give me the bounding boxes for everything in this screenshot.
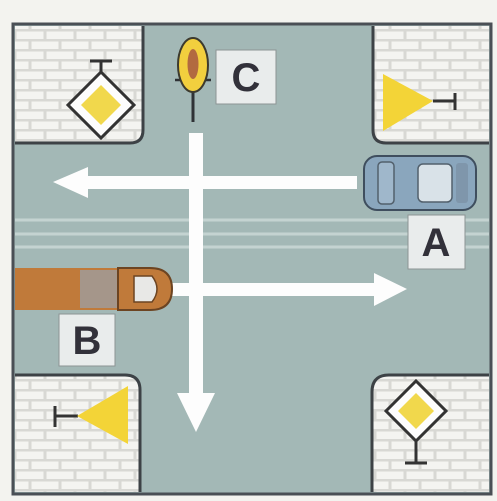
label-box-b: B bbox=[59, 314, 115, 366]
label-box-a: A bbox=[408, 215, 465, 269]
car-a bbox=[364, 156, 476, 210]
label-a: A bbox=[422, 221, 451, 265]
label-box-c: C bbox=[216, 50, 276, 104]
sidewalk-bottom-right bbox=[372, 375, 489, 492]
sidewalk-top-left bbox=[15, 26, 143, 143]
label-c: C bbox=[232, 56, 261, 100]
car-b bbox=[15, 268, 172, 310]
label-b: B bbox=[73, 319, 102, 363]
